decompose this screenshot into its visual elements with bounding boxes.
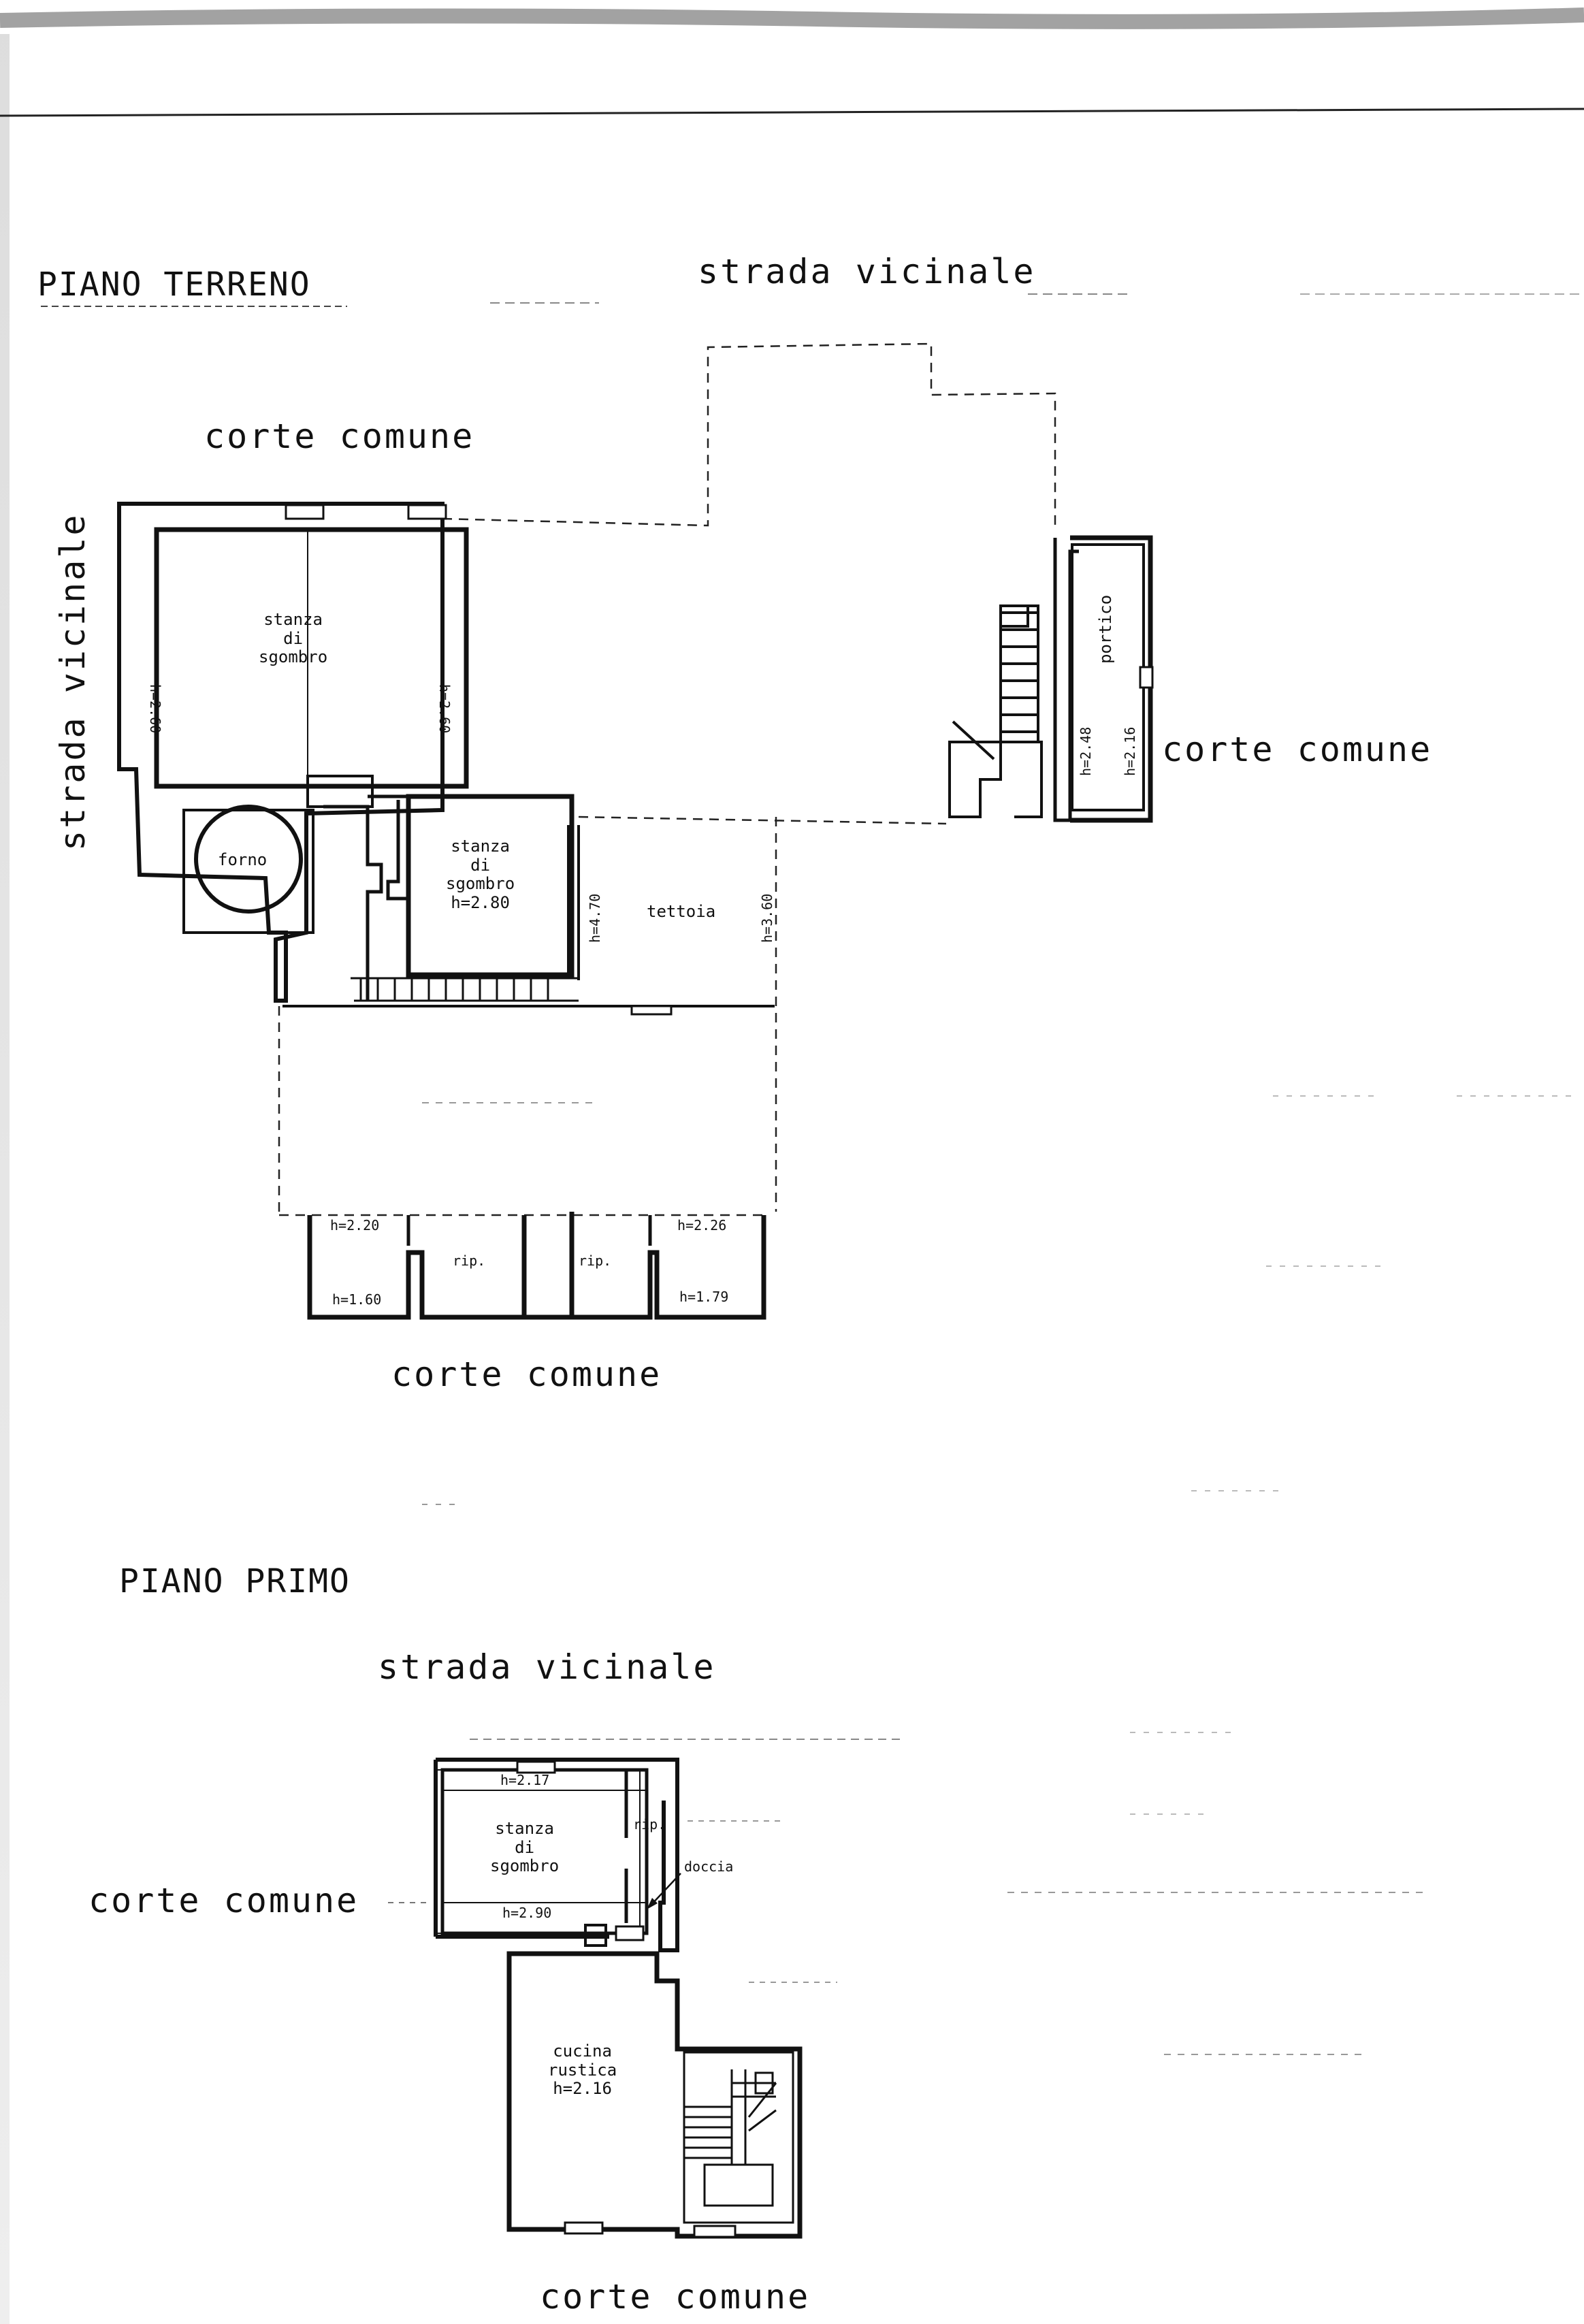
courtyard-outline [442,342,1056,528]
first-stairs [683,2051,794,2224]
storage-room-2-label: stanza di sgombro h=2.80 [446,837,515,912]
first-storage-label: stanza di sgombro [490,1819,560,1876]
east-wall [1053,538,1079,822]
storage-room-1-height-left: h=2.60 [147,684,163,734]
first-storage-closet: rip. [633,1816,666,1833]
first-floor-title: PIANO PRIMO [119,1562,351,1600]
court-right-label: corte comune [1162,730,1433,769]
porch-label: portico [1096,594,1115,664]
court-bottom-label: corte comune [391,1355,662,1394]
closet-label-b: rip. [579,1253,612,1269]
scan-edge [0,0,10,2324]
shower-label: doccia [684,1858,734,1875]
height-248-label: h=2.48 [1078,726,1094,776]
oven-label: forno [218,850,268,869]
first-storage-height-bottom: h=2.90 [502,1905,552,1921]
ground-floor-title: PIANO TERRENO [37,265,311,304]
first-court-left-label: corte comune [88,1881,359,1920]
height-470-label: h=4.70 [587,893,603,943]
first-storage-height-top: h=2.17 [500,1772,550,1788]
closet-label-a: rip. [453,1253,486,1269]
ground-stairs [351,977,579,1002]
closet-height-179: h=1.79 [679,1289,729,1305]
court-top-label: corte comune [204,417,475,456]
road-top-label: strada vicinale [698,252,1036,291]
storage-room-1-height-right: h=2.60 [436,684,453,734]
canopy-label: tettoia [647,902,716,921]
height-216-label: h=2.16 [1122,726,1138,776]
oven [194,805,303,914]
height-360-label: h=3.60 [759,893,775,943]
east-stair [948,604,1043,818]
kitchen-label: cucina rustica h=2.16 [548,2041,617,2099]
first-court-bottom-label: corte comune [540,2277,811,2317]
storage-room-1-wall [154,527,469,789]
closet-height-226: h=2.26 [677,1217,727,1233]
west-building-outer [117,502,445,1003]
header-rule [0,108,1584,117]
closet-height-160: h=1.60 [332,1291,382,1308]
first-storage-outer [436,1758,679,1952]
closet-height-220: h=2.20 [330,1217,380,1233]
storage-room-2-wall [406,794,575,978]
scan-shadow-top [0,7,1584,29]
first-road-label: strada vicinale [378,1647,716,1687]
kitchen-wall [506,1951,803,2239]
south-closets [307,1212,766,1320]
portico-wall [1070,535,1153,823]
road-left-label: strada vicinale [53,513,93,851]
storage-room-1-label: stanza di sgombro [259,610,328,667]
